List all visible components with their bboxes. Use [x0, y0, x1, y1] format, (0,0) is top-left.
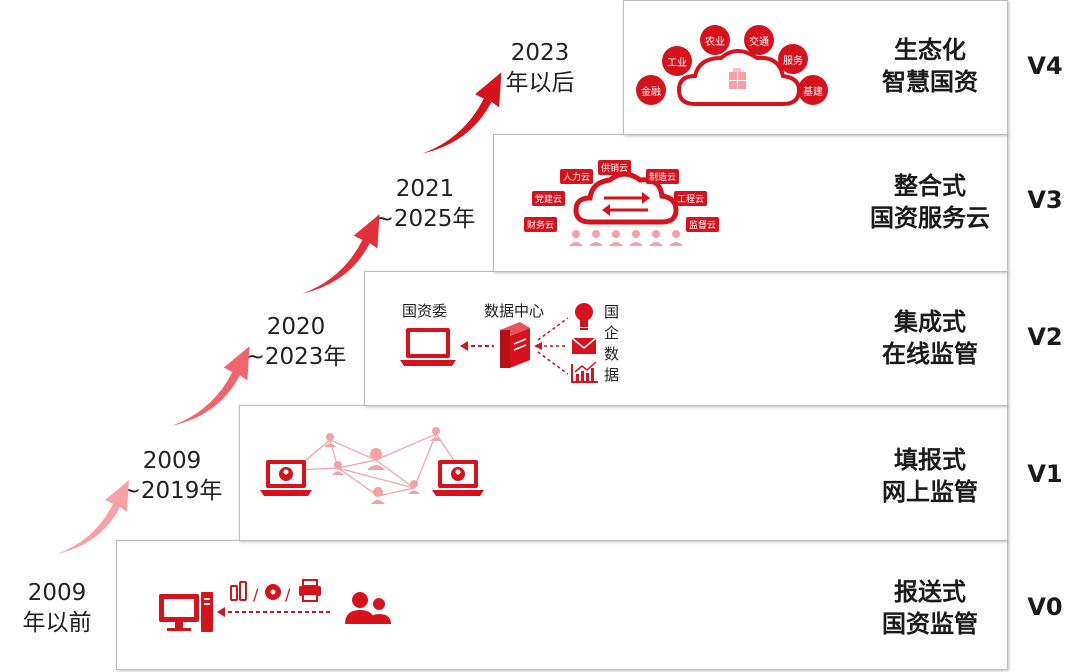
usb-drive-icon	[230, 581, 247, 601]
version-v0: V0	[1027, 593, 1063, 621]
period-range: 年以后	[505, 70, 575, 96]
v2-side-label: 国 企 数 据	[604, 302, 624, 386]
svg-text:/: /	[285, 585, 291, 604]
cube-icon	[729, 68, 746, 89]
period-year: 2021	[395, 176, 455, 202]
people-row-icon	[569, 230, 683, 246]
lightbulb-icon	[575, 303, 593, 330]
version-v1: V1	[1027, 460, 1063, 488]
stage-name-line2: 国资监管	[882, 610, 978, 638]
server-icon	[500, 322, 530, 368]
stage-name-line1: 报送式	[894, 578, 966, 606]
growth-arrow-icon-3	[302, 214, 380, 294]
sector-bubble: 金融	[636, 75, 666, 105]
period-year: 2023	[510, 40, 570, 66]
sector-bubble: 交通	[744, 25, 774, 55]
period-v4: 2023 年以后	[475, 38, 605, 98]
period-v3: 2021 ~2025年	[360, 174, 490, 234]
disc-icon	[265, 584, 281, 600]
side-char: 国	[604, 303, 620, 321]
growth-arrow-icon-1	[57, 480, 129, 554]
side-char: 企	[604, 324, 620, 342]
svg-text:/: /	[253, 585, 259, 604]
cloud-tag: 制造云	[646, 169, 680, 184]
growth-arrow-icon-4	[422, 72, 502, 154]
cloud-tag: 财务云	[524, 217, 558, 232]
printer-icon	[299, 579, 321, 602]
stage-name-line2: 网上监管	[882, 478, 978, 506]
stage-name-line2: 国资服务云	[870, 204, 990, 232]
version-v3: V3	[1027, 186, 1063, 214]
period-v0: 2009 年以前	[0, 578, 122, 638]
period-v1: 2009 ~2019年	[107, 446, 237, 506]
v2-label-sasac: 国资委	[402, 302, 448, 320]
stage-box-v2	[364, 271, 1008, 406]
v2-illustration	[400, 303, 598, 383]
period-v2: 2020 ~2023年	[231, 312, 361, 372]
stage-box-v1	[239, 405, 1008, 541]
line-chart-icon	[571, 361, 598, 383]
stage-name-v3: 整合式 国资服务云	[845, 170, 1015, 234]
sector-bubble: 工业	[662, 46, 692, 76]
network-node-icon	[324, 427, 442, 504]
cloud-tag: 工程云	[674, 191, 708, 206]
period-range: ~2019年	[121, 478, 223, 504]
sector-bubble: 农业	[700, 25, 730, 55]
v0-illustration: / /	[159, 579, 391, 632]
stage-name-v4: 生态化 智慧国资	[845, 34, 1015, 98]
period-range: ~2025年	[374, 206, 476, 232]
laptop-icon	[400, 328, 456, 366]
v1-illustration	[260, 427, 484, 504]
period-range: ~2023年	[245, 344, 347, 370]
stage-name-v1: 填报式 网上监管	[845, 444, 1015, 508]
sector-bubble: 基建	[798, 75, 828, 105]
user-group-icon	[345, 592, 391, 624]
stage-name-v2: 集成式 在线监管	[845, 306, 1015, 370]
stage-name-line1: 生态化	[894, 36, 966, 64]
growth-arrow-icon-2	[172, 346, 250, 426]
stage-name-line2: 智慧国资	[882, 68, 978, 96]
version-v2: V2	[1027, 323, 1063, 351]
v2-label-data-center: 数据中心	[484, 302, 545, 320]
cloud-tag: 党建云	[532, 191, 566, 206]
desktop-computer-icon	[159, 592, 213, 632]
stage-name-line1: 填报式	[894, 446, 966, 474]
stage-name-line2: 在线监管	[882, 340, 978, 368]
period-range: 年以前	[22, 610, 92, 636]
dashed-arrow-icon	[217, 607, 333, 617]
laptop-user-icon	[260, 460, 312, 496]
dashed-arrow-icon	[460, 341, 494, 351]
cloud-tag: 人力云	[560, 169, 594, 184]
sector-bubble: 服务	[778, 44, 808, 74]
stage-name-line1: 整合式	[894, 172, 966, 200]
side-char: 据	[604, 366, 620, 384]
side-char: 数	[604, 345, 620, 363]
cloud-tag: 监督云	[686, 217, 720, 232]
cloud-tag: 供销云	[598, 160, 632, 175]
period-year: 2009	[142, 448, 202, 474]
version-v4: V4	[1027, 52, 1063, 80]
period-year: 2020	[266, 314, 326, 340]
envelope-icon	[571, 337, 597, 354]
laptop-user-icon	[432, 460, 484, 496]
stage-name-v0: 报送式 国资监管	[845, 576, 1015, 640]
period-year: 2009	[27, 580, 87, 606]
stage-name-line1: 集成式	[894, 308, 966, 336]
stage-box-v0	[116, 540, 1008, 670]
